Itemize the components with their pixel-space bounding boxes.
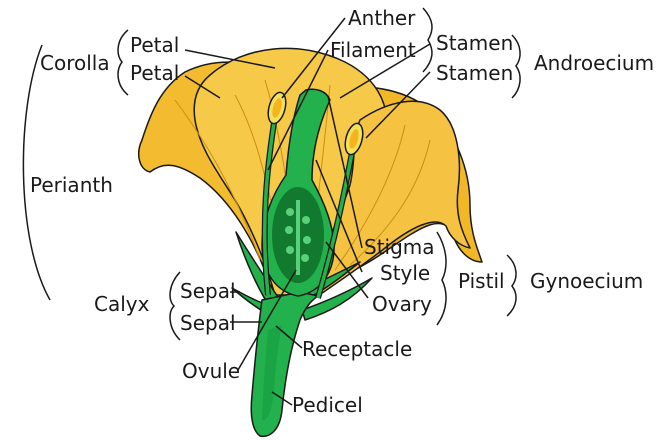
label-calyx: Calyx (94, 292, 150, 316)
label-sepal-1: Sepal (180, 279, 236, 303)
label-gynoecium: Gynoecium (530, 269, 643, 293)
label-pistil: Pistil (458, 269, 505, 293)
brace-calyx (170, 272, 180, 340)
label-stamen-2: Stamen (436, 61, 513, 85)
label-pedicel: Pedicel (292, 393, 363, 417)
label-sepal-2: Sepal (180, 311, 236, 335)
brace-corolla (118, 30, 128, 95)
brace-gynoecium (507, 255, 516, 316)
label-receptacle: Receptacle (302, 337, 412, 361)
label-ovary: Ovary (372, 292, 432, 316)
label-ovule: Ovule (182, 359, 240, 383)
brace-stamen (423, 8, 432, 72)
label-stigma: Stigma (364, 235, 435, 259)
ovule-3 (285, 226, 293, 234)
label-corolla: Corolla (40, 51, 110, 75)
brace-pistil (437, 232, 446, 325)
ovule-6 (301, 254, 309, 262)
label-petal-2: Petal (130, 61, 179, 85)
label-filament: Filament (330, 38, 416, 62)
label-anther: Anther (348, 6, 416, 30)
ovule-4 (303, 236, 311, 244)
label-perianth: Perianth (30, 173, 113, 197)
label-stamen-1: Stamen (436, 31, 513, 55)
ovule-2 (302, 216, 310, 224)
ovule-stalk (296, 200, 300, 275)
label-petal-1: Petal (130, 33, 179, 57)
label-androecium: Androecium (534, 51, 654, 75)
ovule-1 (286, 208, 294, 216)
label-style: Style (380, 261, 430, 285)
ovule-5 (286, 246, 294, 254)
